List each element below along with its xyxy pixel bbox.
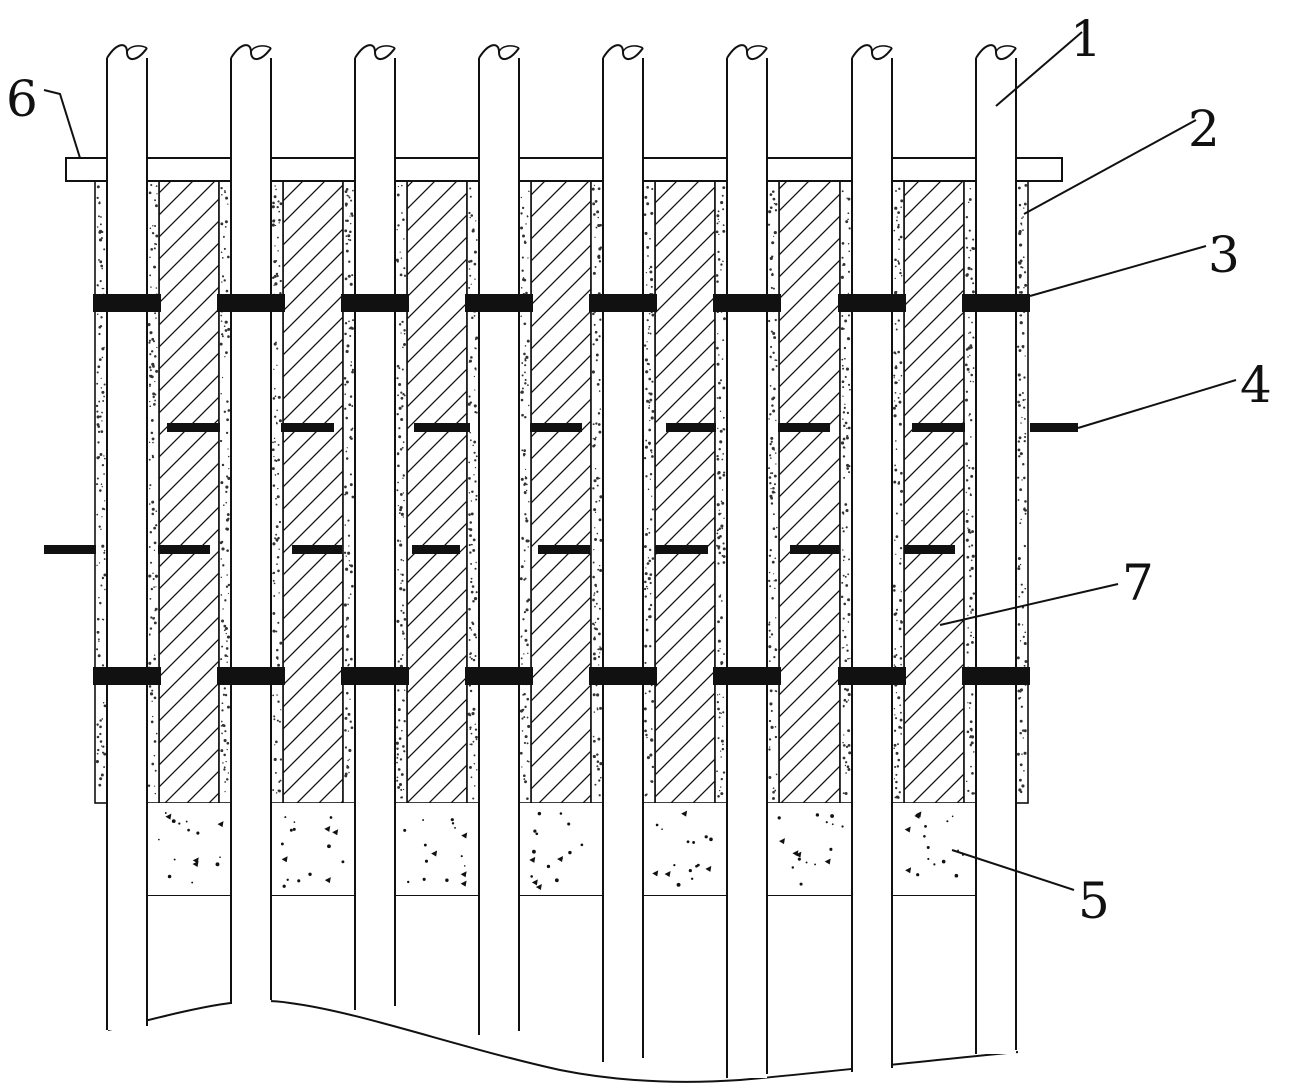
sealing-segment-2: [271, 803, 355, 895]
sealing-segment-3: [395, 803, 479, 895]
rod-upper-7: [912, 423, 965, 432]
hatched-fill-5: [654, 180, 716, 804]
rod-lower-1: [44, 545, 96, 554]
cap-pile-pass-6: [728, 157, 766, 182]
steel-plate-row1-6: [713, 294, 781, 312]
grout-sleeve-7-left: [839, 180, 853, 804]
callout-label-3: 3: [1208, 226, 1240, 284]
steel-plate-row1-4: [465, 294, 533, 312]
callout-label-4: 4: [1240, 356, 1272, 414]
callout-labels: 1 2 3 4 5 6 7: [6, 10, 1272, 930]
hatched-fill-2: [282, 180, 344, 804]
steel-plates: [44, 294, 1078, 685]
cap-pile-pass-5: [604, 157, 642, 182]
sealing-segment-4: [519, 803, 603, 895]
grout-sleeve-1-right: [146, 180, 160, 804]
sealing-segment-6: [767, 803, 852, 895]
top-cap-beam: [65, 150, 1063, 190]
rod-upper-4: [530, 423, 582, 432]
grout-speckle-8-right: [1016, 183, 1028, 794]
grout-sleeve-1-left: [94, 180, 108, 804]
leader-6: [43, 89, 81, 159]
leader-4: [1077, 379, 1237, 429]
steel-plate-row2-4: [465, 667, 533, 685]
grout-sleeve-2-left: [218, 180, 232, 804]
rod-upper-1: [167, 423, 220, 432]
grout-speckle-4-right: [519, 190, 531, 800]
rod-lower-4: [412, 545, 460, 554]
steel-plate-row1-8: [962, 294, 1030, 312]
cap-beam: [65, 157, 1063, 182]
rod-upper-8: [1030, 423, 1078, 432]
callout-label-6: 6: [6, 70, 38, 128]
grout-speckle-2-right: [271, 185, 283, 794]
callout-leaders: [43, 31, 1237, 891]
rod-upper-5: [666, 423, 716, 432]
leader-2: [1023, 119, 1197, 215]
steel-plate-row2-7: [838, 667, 906, 685]
pile-2: [230, 44, 272, 1004]
steel-plate-row2-6: [713, 667, 781, 685]
cap-pile-pass-7: [853, 157, 891, 182]
cap-pile-pass-4: [480, 157, 518, 182]
steel-plate-row1-2: [217, 294, 285, 312]
hatched-fill-4: [530, 180, 592, 804]
leader-5: [951, 849, 1075, 891]
steel-plate-row2-3: [341, 667, 409, 685]
rod-lower-2: [158, 545, 210, 554]
pile-7: [851, 44, 893, 1072]
cap-pile-pass-1: [108, 157, 146, 182]
grout-speckle-6-right: [767, 190, 778, 800]
cap-pile-pass-2: [232, 157, 270, 182]
sealing-concrete-layer: [147, 803, 976, 895]
steel-plate-row2-2: [217, 667, 285, 685]
callout-label-2: 2: [1188, 100, 1220, 158]
steel-plate-row1-7: [838, 294, 906, 312]
steel-plate-row1-5: [589, 294, 657, 312]
rod-lower-5: [538, 545, 590, 554]
rod-upper-2: [281, 423, 334, 432]
sealing-segment-1: [147, 803, 231, 895]
pile-8: [975, 44, 1017, 1054]
leader-7: [939, 583, 1119, 626]
pile-6: [726, 44, 768, 1078]
pile-4: [478, 44, 520, 1035]
hatched-fill-3: [406, 180, 468, 804]
callout-label-5: 5: [1078, 872, 1110, 930]
grout-speckle-5-right: [643, 186, 655, 797]
rod-lower-3: [292, 545, 342, 554]
grout-speckle-2-left: [219, 186, 231, 793]
rod-upper-3: [414, 423, 470, 432]
rod-lower-8: [904, 545, 955, 554]
grout-speckle-5-left: [591, 184, 603, 797]
piles: [106, 44, 1017, 1078]
grout-sleeve-8-right: [1015, 180, 1029, 804]
rod-upper-6: [778, 423, 830, 432]
callout-label-7: 7: [1122, 554, 1154, 612]
grout-speckle-7-left: [840, 190, 852, 795]
pile-5: [602, 44, 644, 1062]
pile-3: [354, 44, 396, 1010]
callout-label-1: 1: [1070, 10, 1102, 68]
steel-plate-row2-8: [962, 667, 1030, 685]
steel-plate-row2-5: [589, 667, 657, 685]
grout-sleeve-3-left: [342, 180, 356, 804]
leader-3: [1029, 245, 1207, 297]
leader-1: [995, 31, 1083, 107]
cap-pile-pass-8: [977, 157, 1015, 182]
sealing-segment-5: [643, 803, 727, 895]
pile-1: [106, 44, 148, 1030]
steel-plate-row2-1: [93, 667, 161, 685]
sealing-segment-7: [892, 803, 976, 895]
rod-lower-6: [655, 545, 708, 554]
cap-pile-pass-3: [356, 157, 394, 182]
hatched-fill-6: [778, 180, 841, 804]
steel-plate-row1-3: [341, 294, 409, 312]
hatched-fill-1: [158, 180, 220, 804]
steel-plate-row1-1: [93, 294, 161, 312]
hatched-fill-7: [903, 180, 965, 804]
rod-lower-7: [790, 545, 840, 554]
